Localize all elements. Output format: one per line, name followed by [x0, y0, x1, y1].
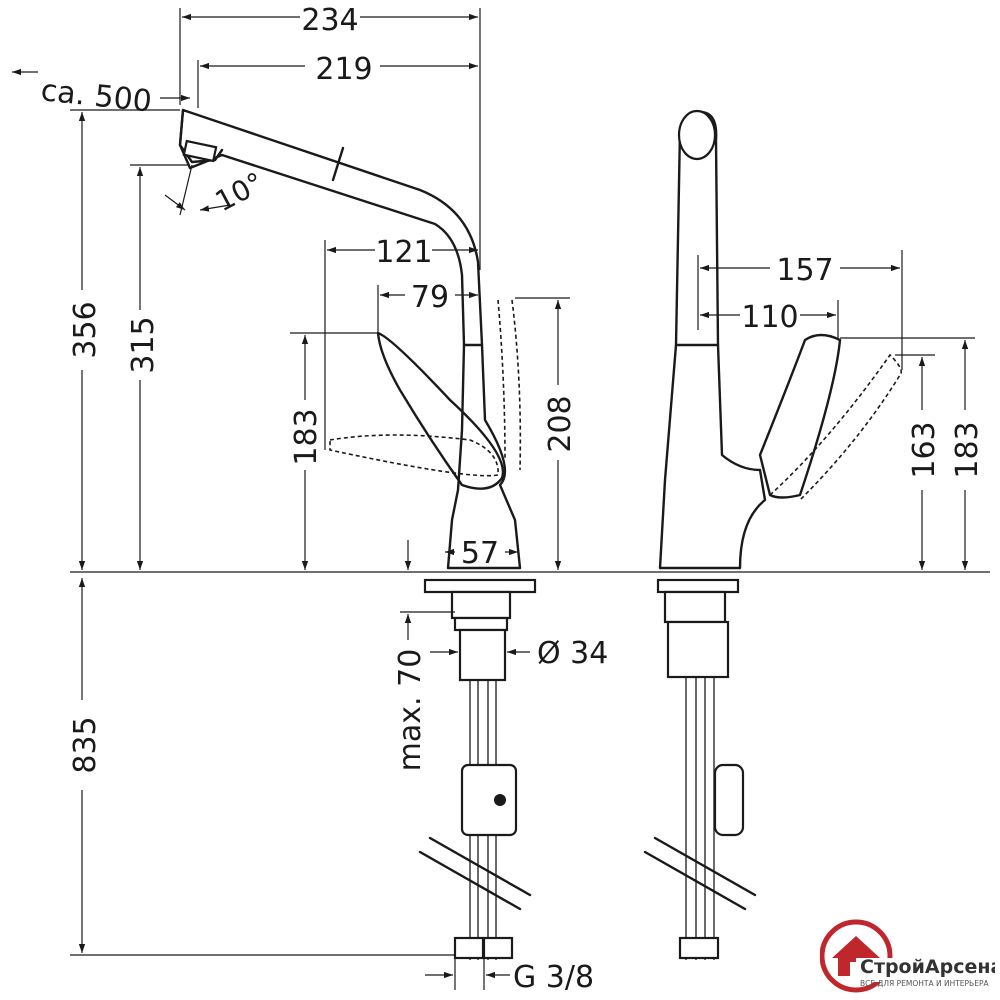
dim-183-right: 183 [950, 421, 985, 478]
side-body-outline [658, 110, 767, 570]
dim-183-left: 183 [289, 408, 324, 465]
side-view [643, 109, 903, 960]
dim-234: 234 [301, 3, 358, 38]
store-logo: СтройАрсенал ВСЕ ДЛЯ РЕМОНТА И ИНТЕРЬЕРА [820, 919, 995, 993]
dim-356: 356 [68, 301, 103, 358]
dim-121: 121 [375, 235, 432, 270]
dim-208: 208 [543, 395, 578, 452]
dim-835: 835 [68, 716, 103, 773]
dim-219: 219 [315, 52, 372, 87]
dim-315: 315 [126, 316, 161, 373]
dim-diameter-34: Ø 34 [537, 636, 608, 671]
faucet-body-outline [178, 108, 522, 570]
logo-name: СтройАрсенал [860, 956, 995, 978]
dim-110: 110 [741, 300, 798, 335]
spray-head [178, 108, 224, 164]
house-icon [820, 919, 893, 993]
dim-163: 163 [907, 421, 942, 478]
dim-ca-500: ca. 500 [39, 73, 153, 119]
dim-10-degree: 10° [210, 166, 269, 218]
dim-max-70: max. 70 [393, 649, 428, 772]
dim-79: 79 [411, 280, 449, 315]
lever-handle [376, 331, 505, 490]
dimension-lines [12, 8, 975, 990]
dim-57: 57 [461, 536, 499, 571]
logo-tagline: ВСЕ ДЛЯ РЕМОНТА И ИНТЕРЬЕРА [860, 979, 989, 988]
front-view [70, 108, 990, 960]
dim-157: 157 [776, 253, 833, 288]
dim-g-3-8: G 3/8 [513, 960, 594, 995]
dimension-labels: 234 219 ca. 500 10° 356 315 121 79 183 2… [39, 3, 985, 995]
